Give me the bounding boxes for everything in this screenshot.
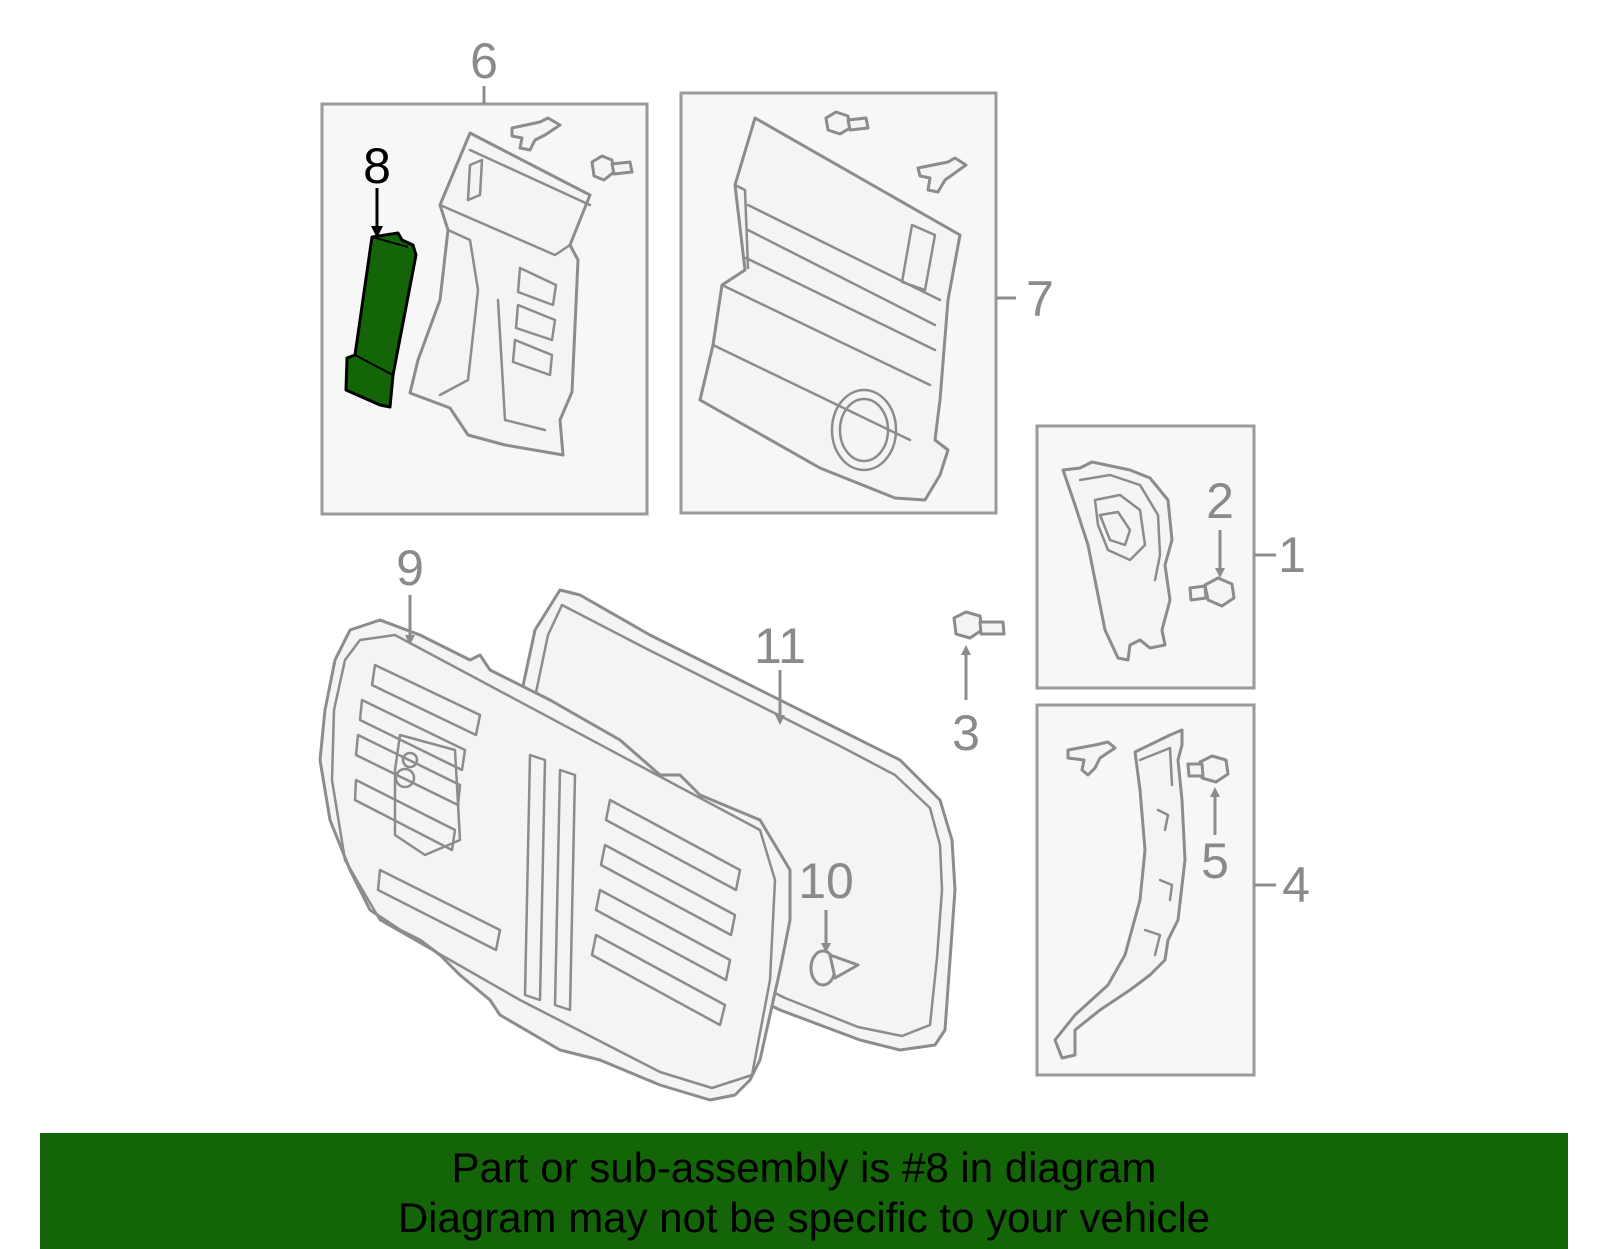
clip-fastener: [1066, 740, 1117, 777]
part-1-pillar-trim: [1061, 460, 1174, 662]
assembly-box-7: [679, 91, 1016, 515]
callout-8: 8: [363, 138, 391, 194]
callout-3: 3: [952, 705, 980, 761]
callout-11: 11: [754, 618, 806, 674]
part-6-side-panel: [408, 131, 592, 457]
callout-5: 5: [1201, 833, 1229, 889]
footer-line-2: Diagram may not be specific to your vehi…: [397, 1194, 1211, 1241]
bolt-fastener: [824, 110, 870, 136]
footer-line-1: Part or sub-assembly is #8 in diagram: [451, 1144, 1157, 1191]
part-7-rear-panel: [698, 116, 962, 502]
callout-2: 2: [1206, 473, 1234, 529]
part-8-highlighted: [344, 231, 418, 409]
part-4-lower-trim: [1053, 728, 1187, 1060]
callout-6: 6: [470, 33, 498, 89]
assembly-box-4: [1035, 703, 1276, 1077]
part-9-main-panel: [318, 618, 792, 1102]
part-10-push-clip: [809, 949, 860, 987]
assembly-box-6: [320, 86, 649, 516]
footer-banner: Part or sub-assembly is #8 in diagram Di…: [40, 1133, 1568, 1249]
bolt-part-3: [952, 610, 1006, 640]
bolt-fastener: [590, 154, 634, 182]
bolt-part-5: [1186, 754, 1230, 784]
bolt-part-2: [1188, 576, 1236, 608]
clip-fastener: [510, 116, 562, 152]
callout-4: 4: [1282, 857, 1310, 913]
callout-9: 9: [396, 540, 424, 596]
clip-fastener: [916, 156, 968, 194]
parts-diagram: 6 7 8 1 2 3 4 5 9 10 11: [318, 33, 1310, 1102]
assembly-box-1: [1035, 424, 1276, 690]
callout-1: 1: [1278, 527, 1306, 583]
callout-10: 10: [798, 853, 854, 909]
callout-7: 7: [1026, 271, 1054, 327]
